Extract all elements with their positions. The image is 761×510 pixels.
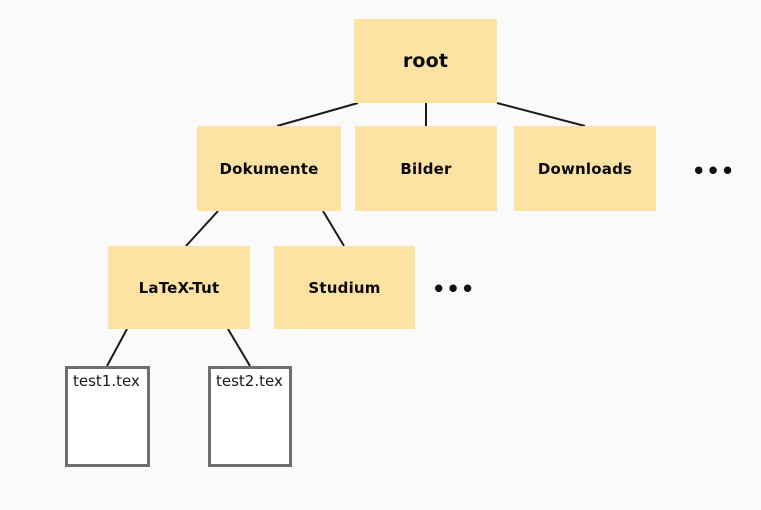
node-dokumente-label: Dokumente	[219, 159, 319, 178]
node-studium-label: Studium	[308, 278, 381, 297]
node-bilder-label: Bilder	[400, 159, 452, 178]
edge-root-dokumente	[276, 102, 359, 127]
node-test1-tex[interactable]: test1.tex	[65, 366, 150, 467]
node-test2-tex-label: test2.tex	[216, 372, 283, 390]
edge-dokumente-latex-tut	[185, 210, 219, 247]
node-bilder[interactable]: Bilder	[355, 126, 497, 211]
ellipsis-row2: •••	[692, 159, 736, 183]
node-test2-tex[interactable]: test2.tex	[208, 366, 292, 467]
edge-root-downloads	[496, 102, 586, 127]
node-latex-tut[interactable]: LaTeX-Tut	[108, 246, 250, 329]
edge-dokumente-studium	[322, 210, 345, 247]
node-root[interactable]: root	[354, 19, 497, 103]
node-test1-tex-label: test1.tex	[73, 372, 140, 390]
node-root-label: root	[402, 50, 449, 72]
node-dokumente[interactable]: Dokumente	[197, 126, 341, 211]
edge-latex-tut-test2	[227, 328, 251, 367]
ellipsis-row3: •••	[432, 277, 476, 301]
edge-latex-tut-test1	[106, 328, 128, 367]
node-downloads-label: Downloads	[537, 159, 633, 178]
node-downloads[interactable]: Downloads	[514, 126, 656, 211]
node-latex-tut-label: LaTeX-Tut	[138, 278, 220, 297]
node-studium[interactable]: Studium	[274, 246, 415, 329]
